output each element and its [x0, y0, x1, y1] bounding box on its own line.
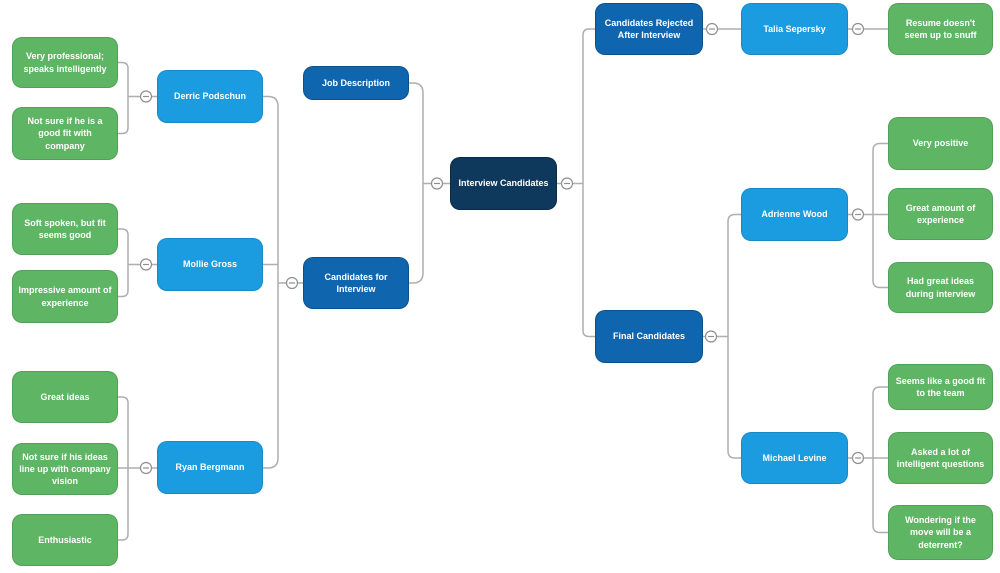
note-text: Soft spoken, but fit seems good	[24, 217, 106, 240]
collapse-icon[interactable]	[560, 177, 574, 190]
note-adrienne-1[interactable]: Very positive	[888, 117, 993, 170]
node-michael-levine[interactable]: Michael Levine	[741, 432, 848, 484]
note-mollie-1[interactable]: Soft spoken, but fit seems good	[12, 203, 118, 255]
collapse-icon[interactable]	[285, 276, 299, 290]
note-text: Very professional; speaks intelligently	[23, 51, 107, 74]
node-candidates-for-interview[interactable]: Candidates for Interview	[303, 257, 409, 309]
note-ryan-1[interactable]: Great ideas	[12, 371, 118, 423]
note-text: Resume doesn't seem up to snuff	[904, 17, 977, 40]
collapse-icon[interactable]	[851, 208, 865, 221]
note-derric-2[interactable]: Not sure if he is a good fit with compan…	[12, 107, 118, 160]
note-adrienne-3[interactable]: Had great ideas during interview	[888, 262, 993, 313]
connector-derric-notes-bracket	[118, 61, 129, 135]
note-michael-2[interactable]: Asked a lot of intelligent questions	[888, 432, 993, 484]
note-talia-1[interactable]: Resume doesn't seem up to snuff	[888, 3, 993, 55]
note-mollie-2[interactable]: Impressive amount of experience	[12, 270, 118, 323]
note-text: Seems like a good fit to the team	[895, 375, 986, 398]
person-name: Derric Podschun	[173, 91, 247, 102]
note-ryan-3[interactable]: Enthusiastic	[12, 514, 118, 566]
node-interview-candidates-root[interactable]: Interview Candidates	[450, 157, 557, 210]
node-ryan-bergmann[interactable]: Ryan Bergmann	[157, 441, 263, 494]
branch-label: Candidates for Interview	[324, 271, 388, 294]
person-name: Michael Levine	[762, 452, 827, 463]
person-name: Mollie Gross	[182, 259, 237, 270]
collapse-icon[interactable]	[704, 330, 718, 343]
branch-label: Job Description	[321, 77, 390, 88]
note-text: Very positive	[912, 138, 969, 149]
connector-mollie-notes-bracket	[118, 228, 129, 298]
connector-rightlevel1-bracket	[582, 28, 595, 338]
note-text: Great amount of experience	[905, 202, 976, 225]
node-final-candidates[interactable]: Final Candidates	[595, 310, 703, 363]
branch-label: Candidates Rejected After Interview	[604, 17, 694, 40]
note-text: Not sure if he is a good fit with compan…	[27, 116, 103, 151]
node-candidates-rejected[interactable]: Candidates Rejected After Interview	[595, 3, 703, 55]
note-text: Enthusiastic	[38, 534, 92, 545]
note-text: Wondering if the move will be a deterren…	[905, 515, 976, 550]
note-text: Asked a lot of intelligent questions	[896, 446, 985, 469]
node-derric-podschun[interactable]: Derric Podschun	[157, 70, 263, 123]
note-text: Impressive amount of experience	[18, 285, 112, 308]
node-adrienne-wood[interactable]: Adrienne Wood	[741, 188, 848, 241]
person-name: Adrienne Wood	[761, 209, 828, 220]
collapse-icon[interactable]	[851, 22, 865, 36]
note-text: Great ideas	[40, 391, 90, 402]
connector-finalists-bracket	[727, 213, 741, 459]
root-label: Interview Candidates	[458, 178, 549, 189]
collapse-icon[interactable]	[430, 177, 444, 190]
person-name: Talia Sepersky	[763, 23, 826, 34]
person-name: Ryan Bergmann	[175, 462, 245, 473]
collapse-icon[interactable]	[705, 22, 719, 36]
connector-adrienne-notes-bracket	[872, 142, 888, 289]
collapse-icon[interactable]	[139, 461, 153, 475]
branch-label: Final Candidates	[612, 331, 685, 342]
collapse-icon[interactable]	[139, 258, 153, 271]
node-job-description[interactable]: Job Description	[303, 66, 409, 100]
note-derric-1[interactable]: Very professional; speaks intelligently	[12, 37, 118, 88]
node-mollie-gross[interactable]: Mollie Gross	[157, 238, 263, 291]
connector-michael-notes-bracket	[872, 386, 888, 534]
note-text: Had great ideas during interview	[905, 276, 976, 299]
connector-candidates-bracket	[263, 95, 279, 469]
note-michael-3[interactable]: Wondering if the move will be a deterren…	[888, 505, 993, 560]
connector-leftlevel2-bracket	[409, 82, 424, 284]
collapse-icon[interactable]	[851, 451, 865, 465]
note-text: Not sure if his ideas line up with compa…	[19, 451, 111, 487]
note-ryan-2[interactable]: Not sure if his ideas line up with compa…	[12, 443, 118, 495]
note-michael-1[interactable]: Seems like a good fit to the team	[888, 364, 993, 410]
node-talia-sepersky[interactable]: Talia Sepersky	[741, 3, 848, 55]
note-adrienne-2[interactable]: Great amount of experience	[888, 188, 993, 240]
collapse-icon[interactable]	[139, 90, 153, 103]
